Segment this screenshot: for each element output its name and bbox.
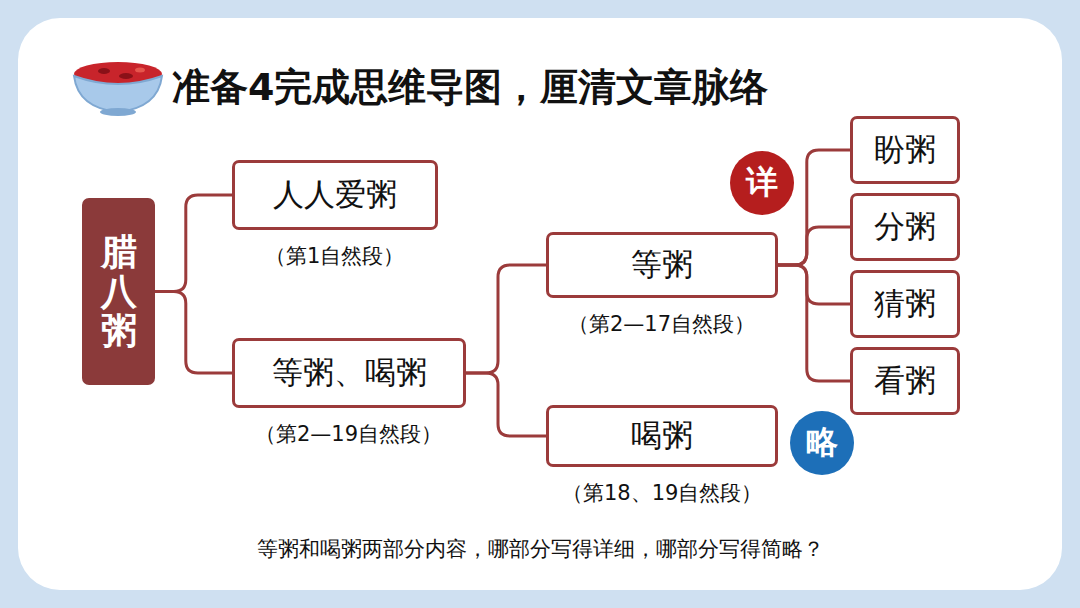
node-text: 详 xyxy=(746,161,778,205)
root-box: 腊八粥 xyxy=(82,198,155,385)
node-text: 猜粥 xyxy=(874,283,936,325)
node-text: 喝粥 xyxy=(631,415,693,457)
box-outline: 略 xyxy=(790,411,854,475)
node-text: 等粥、喝粥 xyxy=(272,352,427,394)
bracket-connector xyxy=(778,265,850,304)
node-text: 略 xyxy=(806,421,838,465)
topic-box: 喝粥（第18、19自然段） xyxy=(546,405,778,467)
topic-box: 等粥（第2—17自然段） xyxy=(546,232,778,298)
topic-box: 人人爱粥（第1自然段） xyxy=(232,160,438,230)
topic-box: 猜粥 xyxy=(850,270,960,338)
bracket-connector xyxy=(155,292,232,374)
box-outline: 分粥 xyxy=(850,193,960,261)
node-text: 人人爱粥 xyxy=(273,174,397,216)
bracket-connector xyxy=(466,265,546,373)
node-text: 盼粥 xyxy=(874,129,936,171)
box-outline: 等粥、喝粥 xyxy=(232,338,466,408)
box-outline: 腊八粥 xyxy=(82,198,155,385)
bracket-connector xyxy=(778,265,850,381)
node-text: 腊八粥 xyxy=(101,232,137,351)
node-text: 分粥 xyxy=(874,206,936,248)
caption: 等粥和喝粥两部分内容，哪部分写得详细，哪部分写得简略？ xyxy=(0,535,1080,563)
box-outline: 盼粥 xyxy=(850,116,960,184)
paragraph-range: （第1自然段） xyxy=(265,242,404,270)
box-outline: 等粥 xyxy=(546,232,778,298)
bracket-connector xyxy=(466,373,546,436)
node-text: 看粥 xyxy=(874,360,936,402)
paragraph-range: （第2—17自然段） xyxy=(568,310,755,338)
box-outline: 看粥 xyxy=(850,347,960,415)
bracket-connector xyxy=(778,227,850,265)
paragraph-range: （第2—19自然段） xyxy=(255,420,442,448)
title: 准备4完成思维导图，厘清文章脉络 xyxy=(172,62,768,113)
topic-box: 分粥 xyxy=(850,193,960,261)
topic-box: 等粥、喝粥（第2—19自然段） xyxy=(232,338,466,408)
marker-circle: 略 xyxy=(790,411,854,475)
node-text: 等粥 xyxy=(631,244,693,286)
box-outline: 详 xyxy=(730,151,794,215)
topic-box: 看粥 xyxy=(850,347,960,415)
box-outline: 猜粥 xyxy=(850,270,960,338)
bracket-connector xyxy=(155,195,232,292)
box-outline: 喝粥 xyxy=(546,405,778,467)
marker-circle: 详 xyxy=(730,151,794,215)
box-outline: 人人爱粥 xyxy=(232,160,438,230)
paragraph-range: （第18、19自然段） xyxy=(562,479,762,507)
topic-box: 盼粥 xyxy=(850,116,960,184)
